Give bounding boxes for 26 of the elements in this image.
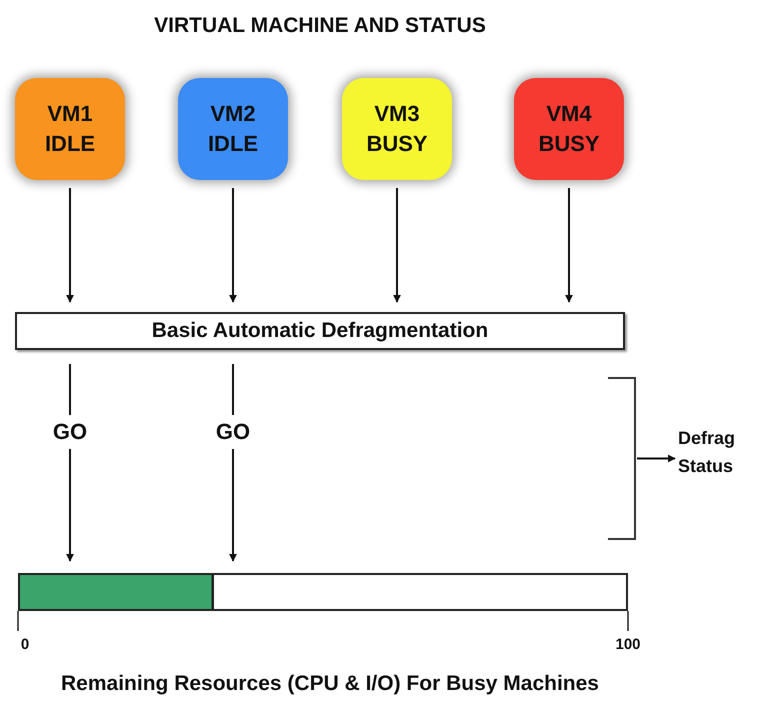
diagram-title: VIRTUAL MACHINE AND STATUS xyxy=(153,14,487,38)
vm-label: IDLE xyxy=(44,130,96,158)
arrow xyxy=(565,188,573,303)
vm-status-box xyxy=(514,78,624,180)
vm-status-box xyxy=(15,78,125,180)
vm-label: VM2 xyxy=(210,100,256,128)
vm-status-box xyxy=(342,78,452,180)
vm-status-box xyxy=(178,78,288,180)
arrow xyxy=(229,188,237,303)
status-label: Defrag Status xyxy=(678,428,736,476)
process-label: Basic Automatic Defragmentation xyxy=(152,319,488,343)
axis-caption: Remaining Resources (CPU & I/O) For Busy Machines xyxy=(60,672,600,696)
vm-label: BUSY xyxy=(538,130,600,158)
bracket xyxy=(606,377,637,540)
axis-tick-label: 0 xyxy=(20,636,30,653)
vm-label: IDLE xyxy=(208,130,258,158)
axis-tick-label: 100 xyxy=(614,636,642,653)
vm-label: VM1 xyxy=(47,100,93,128)
arrow xyxy=(393,188,401,303)
process-bar xyxy=(15,312,625,350)
vm-label: VM4 xyxy=(546,100,592,128)
resource-bar xyxy=(18,573,628,611)
vm-label: VM3 xyxy=(374,100,420,128)
vm-label: BUSY xyxy=(366,130,428,158)
arrow xyxy=(637,454,676,462)
arrow xyxy=(66,188,74,303)
